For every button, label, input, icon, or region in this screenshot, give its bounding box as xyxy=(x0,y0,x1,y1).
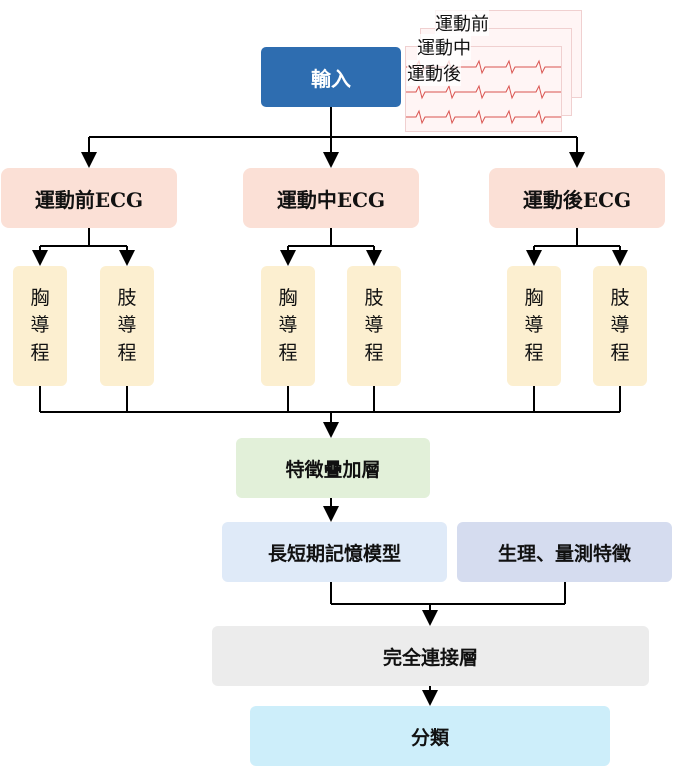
chest-lead-during-node: 胸 導 程 xyxy=(261,266,315,386)
feature-fusion-node: 特徵疊加層 xyxy=(236,438,430,498)
lead-char: 胸 xyxy=(278,286,298,309)
fully-connected-node: 完全連接層 xyxy=(212,626,649,686)
thumbnail-label-during: 運動中 xyxy=(417,34,471,60)
chest-lead-after-node: 胸 導 程 xyxy=(507,266,561,386)
lead-char: 導 xyxy=(364,314,384,337)
lead-char: 程 xyxy=(30,341,50,364)
lead-char: 導 xyxy=(117,314,137,337)
lead-char: 程 xyxy=(117,341,137,364)
lead-char: 肢 xyxy=(610,286,630,309)
lead-char: 導 xyxy=(610,314,630,337)
ecg-before-node: 運動前ECG xyxy=(1,168,177,228)
lead-char: 程 xyxy=(278,341,298,364)
input-node: 輸入 xyxy=(261,47,401,107)
ecg-thumbnail-stack: 運動前 運動中 運動後 xyxy=(405,10,585,132)
lead-char: 導 xyxy=(524,314,544,337)
lead-char: 導 xyxy=(30,314,50,337)
lstm-node: 長短期記憶模型 xyxy=(222,522,447,582)
limb-lead-after-node: 肢 導 程 xyxy=(593,266,647,386)
lead-char: 胸 xyxy=(524,286,544,309)
thumbnail-label-before: 運動前 xyxy=(435,10,489,36)
lead-char: 程 xyxy=(610,341,630,364)
lead-char: 導 xyxy=(278,314,298,337)
thumbnail-label-after: 運動後 xyxy=(407,60,461,86)
lead-char: 程 xyxy=(524,341,544,364)
lead-char: 肢 xyxy=(117,286,137,309)
lead-char: 胸 xyxy=(30,286,50,309)
ecg-after-node: 運動後ECG xyxy=(489,168,665,228)
limb-lead-during-node: 肢 導 程 xyxy=(347,266,401,386)
chest-lead-before-node: 胸 導 程 xyxy=(13,266,67,386)
lead-char: 肢 xyxy=(364,286,384,309)
physio-features-node: 生理、量測特徵 xyxy=(457,522,672,582)
classification-node: 分類 xyxy=(250,706,610,766)
limb-lead-before-node: 肢 導 程 xyxy=(100,266,154,386)
ecg-during-node: 運動中ECG xyxy=(243,168,419,228)
lead-char: 程 xyxy=(364,341,384,364)
